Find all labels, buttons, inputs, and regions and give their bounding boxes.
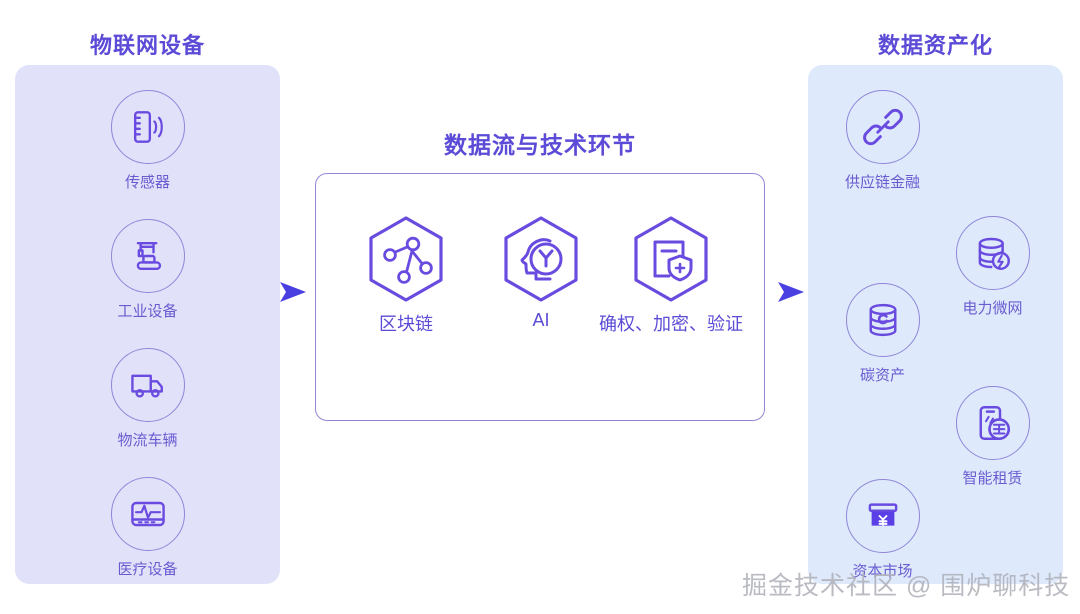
right-panel-title: 数据资产化 [877, 33, 993, 58]
node-power-microgrid[interactable]: 电力微网 [930, 216, 1055, 318]
node-circle [110, 90, 185, 164]
node-hexagon [363, 214, 449, 308]
node-label: AI [532, 310, 550, 330]
node-smart-lease[interactable]: 智能租赁 [930, 386, 1055, 488]
chain-link-icon [862, 108, 903, 146]
node-capital-market[interactable]: 资本市场 [820, 479, 945, 581]
document-shield-icon [634, 216, 708, 302]
arrow-left-to-center [272, 272, 312, 312]
watermark-text: 掘金技术社区 @ 围炉聊科技 [742, 572, 1071, 600]
node-industrial-equipment[interactable]: 工业设备 [15, 219, 280, 321]
node-rights-encryption-verification[interactable]: 确权、加密、验证 [596, 214, 746, 336]
node-circle [845, 283, 920, 357]
arrow-center-to-right [770, 272, 810, 312]
node-label: 区块链 [379, 314, 433, 334]
center-panel-title: 数据流与技术环节 [444, 132, 636, 158]
arrow-right-icon [280, 282, 306, 302]
arrow-right-icon [778, 282, 804, 302]
blockchain-nodes-icon [369, 216, 443, 302]
node-sensor[interactable]: 传感器 [15, 90, 280, 192]
node-label: 电力微网 [962, 300, 1023, 317]
node-circle [845, 90, 920, 164]
data-flow-box: 区块链 AI [315, 173, 765, 421]
smart-lease-phone-icon [979, 406, 1010, 440]
sensor-icon [133, 111, 163, 143]
node-circle [110, 348, 185, 422]
medical-monitor-icon [130, 501, 165, 527]
node-label: 物流车辆 [117, 432, 178, 449]
node-label: 传感器 [124, 174, 170, 191]
yen-market-icon [868, 503, 897, 526]
node-hexagon [628, 214, 714, 308]
node-circle [110, 219, 185, 293]
node-label: 工业设备 [117, 303, 178, 320]
carbon-coin-icon [869, 303, 896, 337]
node-label: 医疗设备 [117, 561, 178, 578]
node-medical-equipment[interactable]: 医疗设备 [15, 477, 280, 579]
node-label: 智能租赁 [962, 470, 1023, 487]
node-logistics-vehicle[interactable]: 物流车辆 [15, 348, 280, 450]
node-supply-chain-finance[interactable]: 供应链金融 [820, 90, 945, 192]
node-circle [955, 216, 1030, 290]
node-label: 供应链金融 [844, 174, 920, 191]
industrial-machine-icon [136, 241, 161, 271]
delivery-truck-icon [130, 374, 163, 398]
node-blockchain[interactable]: 区块链 [336, 214, 476, 336]
left-panel-title: 物联网设备 [89, 33, 205, 58]
node-label: 资本市场 [852, 563, 913, 580]
node-label: 确权、加密、验证 [599, 314, 743, 334]
node-label: 碳资产 [859, 367, 905, 384]
ai-brain-head-icon [504, 216, 578, 302]
node-circle [110, 477, 185, 551]
node-ai[interactable]: AI [471, 214, 611, 331]
node-carbon-asset[interactable]: 碳资产 [820, 283, 945, 385]
database-power-icon [978, 237, 1010, 270]
node-hexagon [498, 214, 584, 308]
node-circle [955, 386, 1030, 460]
node-circle [845, 479, 920, 553]
